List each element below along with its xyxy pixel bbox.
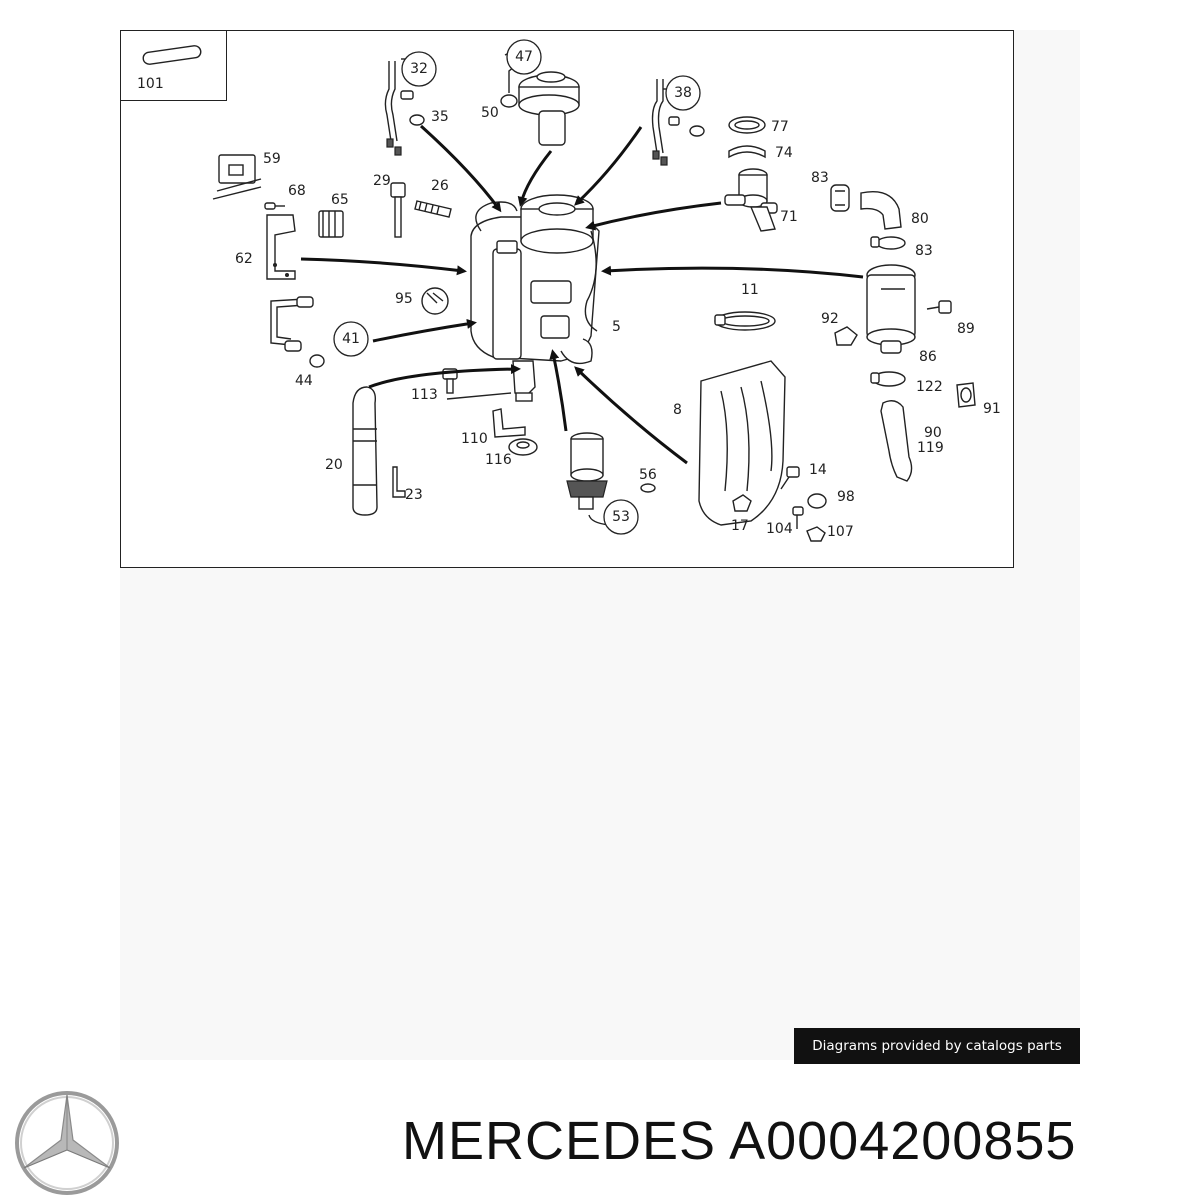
part-label: 5 bbox=[612, 319, 621, 335]
part-101-tube-drawing bbox=[142, 45, 202, 65]
nut-17-drawing bbox=[732, 494, 752, 512]
nut-116-drawing bbox=[508, 438, 538, 456]
callout-53: 53 bbox=[603, 499, 639, 535]
part-label: 50 bbox=[481, 105, 499, 121]
bracket-59-drawing bbox=[212, 154, 262, 200]
clamp-122-drawing bbox=[870, 371, 906, 387]
hose-90-drawing bbox=[880, 400, 913, 482]
wire-harness-38-drawing bbox=[651, 79, 705, 166]
credit-badge: Diagrams provided by catalogs parts bbox=[794, 1028, 1080, 1064]
part-29-drawing bbox=[390, 182, 406, 238]
svg-text:47: 47 bbox=[515, 49, 533, 65]
callout-41: 41 bbox=[333, 321, 369, 357]
part-label: 92 bbox=[821, 311, 839, 327]
svg-text:32: 32 bbox=[410, 61, 428, 77]
part-label: 80 bbox=[911, 211, 929, 227]
bolt-89-drawing bbox=[926, 300, 952, 314]
part-label: 77 bbox=[771, 119, 789, 135]
sensor-47-drawing bbox=[500, 62, 580, 146]
part-label: 68 bbox=[288, 183, 306, 199]
svg-text:38: 38 bbox=[674, 85, 692, 101]
part-label: 95 bbox=[395, 291, 413, 307]
wire-harness-32-drawing bbox=[384, 61, 425, 156]
hose-80-drawing bbox=[860, 191, 902, 230]
clamp-83-bottom-drawing bbox=[870, 236, 906, 250]
part-label: 104 bbox=[766, 521, 793, 537]
clamp-11-drawing bbox=[714, 311, 776, 331]
bolt-14-drawing bbox=[780, 466, 800, 490]
part-label: 90 bbox=[924, 425, 942, 441]
part-68-drawing bbox=[264, 202, 285, 210]
part-91-drawing bbox=[956, 382, 976, 408]
screw-104-drawing bbox=[792, 506, 804, 529]
part-label: 11 bbox=[741, 282, 759, 298]
connector-65-drawing bbox=[318, 210, 344, 238]
nut-107-drawing bbox=[806, 526, 826, 542]
part-number: A0004200855 bbox=[729, 1111, 1077, 1171]
bracket-8-drawing bbox=[698, 360, 786, 526]
parts-diagram: 101 bbox=[120, 30, 1014, 568]
part-label: 83 bbox=[915, 243, 933, 259]
part-label: 116 bbox=[485, 452, 512, 468]
part-label: 74 bbox=[775, 145, 793, 161]
product-title: MERCEDES A0004200855 bbox=[402, 1110, 1076, 1172]
part-label: 17 bbox=[731, 518, 749, 534]
part-label: 8 bbox=[673, 402, 682, 418]
diagram-drawing: 101 bbox=[137, 39, 1001, 542]
inset-box bbox=[121, 31, 227, 101]
part-label: 20 bbox=[325, 457, 343, 473]
part-label: 107 bbox=[827, 524, 854, 540]
washer-56-drawing bbox=[640, 483, 656, 493]
hose-20-drawing bbox=[352, 386, 378, 516]
part-label: 44 bbox=[295, 373, 313, 389]
pipe-41-drawing bbox=[270, 296, 325, 368]
part-label: 89 bbox=[957, 321, 975, 337]
part-label: 119 bbox=[917, 440, 944, 456]
part-label: 113 bbox=[411, 387, 438, 403]
part-label: 83 bbox=[811, 170, 829, 186]
part-label: 29 bbox=[373, 173, 391, 189]
callout-47: 47 bbox=[506, 39, 542, 75]
part-label: 26 bbox=[431, 178, 449, 194]
part-label: 14 bbox=[809, 462, 827, 478]
clamps-77-74-drawing bbox=[728, 116, 766, 159]
part-label: 23 bbox=[405, 487, 423, 503]
wrench-95-drawing bbox=[421, 287, 449, 315]
callout-38: 38 bbox=[665, 75, 701, 111]
bracket-62-drawing bbox=[266, 214, 296, 280]
clamp-83-top-drawing bbox=[830, 184, 850, 212]
part-label: 86 bbox=[919, 349, 937, 365]
part-label: 59 bbox=[263, 151, 281, 167]
part-label: 35 bbox=[431, 109, 449, 125]
svg-text:53: 53 bbox=[612, 509, 630, 525]
callout-32: 32 bbox=[401, 51, 437, 87]
valve-86-drawing bbox=[866, 264, 916, 354]
pointer-arrows bbox=[300, 124, 864, 465]
part-label: 65 bbox=[331, 192, 349, 208]
part-26-drawing bbox=[414, 200, 452, 218]
main-assembly-drawing bbox=[470, 194, 600, 402]
nut-98-drawing bbox=[807, 493, 827, 509]
pump-53-drawing bbox=[566, 432, 608, 510]
bracket-110-drawing bbox=[492, 408, 526, 438]
part-label: 101 bbox=[137, 76, 164, 92]
valve-71-drawing bbox=[724, 168, 778, 232]
part-label: 62 bbox=[235, 251, 253, 267]
svg-text:41: 41 bbox=[342, 331, 360, 347]
part-label: 56 bbox=[639, 467, 657, 483]
part-label: 91 bbox=[983, 401, 1001, 417]
part-label: 71 bbox=[780, 209, 798, 225]
part-23-drawing bbox=[392, 466, 406, 498]
mercedes-star-logo-icon bbox=[15, 1091, 119, 1195]
part-label: 98 bbox=[837, 489, 855, 505]
part-label: 122 bbox=[916, 379, 943, 395]
nut-92-drawing bbox=[834, 326, 858, 346]
part-label: 110 bbox=[461, 431, 488, 447]
brand-name: MERCEDES bbox=[402, 1111, 717, 1171]
